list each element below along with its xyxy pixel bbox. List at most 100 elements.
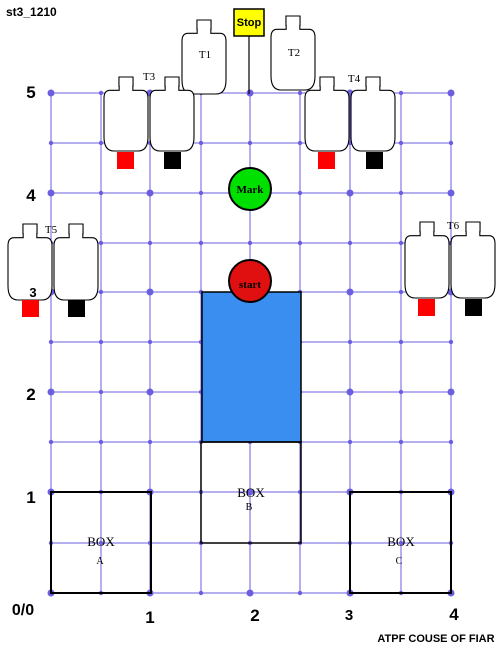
x-label-2: 2 — [250, 606, 259, 625]
grid-dot — [297, 240, 303, 246]
grid-dot — [98, 540, 104, 546]
x-label-4: 4 — [449, 605, 459, 624]
grid-dot — [398, 240, 404, 246]
grid-dot — [247, 240, 253, 246]
grid-dot — [398, 389, 404, 395]
blue-zone — [201, 291, 302, 443]
box-a — [50, 491, 152, 594]
grid-dot — [398, 190, 404, 196]
grid-dot — [448, 439, 454, 445]
grid-dot — [346, 288, 354, 296]
grid-dot — [146, 388, 154, 396]
grid-dot — [246, 488, 254, 496]
grid-dot — [198, 590, 204, 596]
y-label-4: 4 — [26, 186, 36, 205]
t5-red-marker — [22, 300, 39, 317]
grid-dot — [448, 339, 454, 345]
box-c — [349, 491, 452, 594]
grid-dot — [146, 189, 154, 197]
grid-dot — [347, 339, 353, 345]
y-label-1: 1 — [26, 488, 35, 507]
stop-marker — [233, 8, 265, 37]
grid-dot — [48, 439, 54, 445]
x-label-1: 1 — [145, 608, 154, 627]
start-circle — [228, 259, 272, 303]
grid-dot — [47, 89, 55, 97]
target-t3-left-silhouette — [103, 76, 149, 152]
target-t4-left-silhouette — [304, 76, 350, 152]
grid-dot — [297, 90, 303, 96]
grid-dot — [346, 388, 354, 396]
grid-dot — [198, 140, 204, 146]
target-t4-right-silhouette — [350, 76, 396, 152]
target-silhouettes — [7, 15, 496, 301]
t3-red-marker — [117, 152, 134, 169]
grid-dot — [47, 189, 55, 197]
grid-dot — [48, 140, 54, 146]
grid-dot — [398, 90, 404, 96]
grid-dot — [347, 240, 353, 246]
y-label-5: 5 — [26, 83, 35, 102]
grid-dot — [98, 140, 104, 146]
target-t5-right-silhouette — [53, 223, 99, 301]
target-t6-left-silhouette — [404, 221, 450, 299]
target-t5-label: T5 — [45, 224, 58, 236]
box-c-label: BOX — [387, 534, 415, 549]
mark-label: Mark — [237, 184, 265, 196]
x-label-3: 3 — [345, 607, 353, 624]
grid-dot — [147, 240, 153, 246]
grid-dot — [347, 439, 353, 445]
grid-dot — [47, 388, 55, 396]
y-label-2: 2 — [26, 385, 35, 404]
grid-dot — [448, 140, 454, 146]
t6-black-marker — [465, 299, 482, 316]
grid-dot — [146, 288, 154, 296]
grid-dot — [98, 439, 104, 445]
box-b-label: BOX — [237, 485, 265, 500]
grid-dot — [98, 90, 104, 96]
target-t6-right-silhouette — [450, 221, 496, 299]
grid-dot — [246, 589, 254, 597]
t4-black-marker — [366, 152, 383, 169]
grid-dot — [297, 190, 303, 196]
grid-dot — [246, 89, 254, 97]
grid-dot — [198, 240, 204, 246]
grid-dot — [398, 339, 404, 345]
page-id-label: st3_1210 — [6, 5, 57, 19]
t3-black-marker — [164, 152, 181, 169]
grid-dot — [447, 388, 455, 396]
target-t6-label: T6 — [447, 220, 460, 232]
box-b — [200, 441, 302, 544]
grid-dot — [198, 190, 204, 196]
origin-label: 0/0 — [12, 602, 34, 619]
target-t2-label: T2 — [288, 47, 300, 59]
target-t5-left-silhouette — [7, 223, 53, 301]
box-a-letter: A — [96, 556, 104, 567]
target-t1-silhouette — [181, 19, 227, 95]
start-label: start — [239, 279, 261, 291]
stop-label: Stop — [237, 17, 262, 29]
box-b-letter: B — [246, 502, 253, 513]
target-t3-right-silhouette — [149, 76, 195, 152]
grid-dot — [48, 339, 54, 345]
target-t4-label: T4 — [348, 73, 361, 85]
grid-dot — [398, 540, 404, 546]
box-a-label: BOX — [87, 534, 115, 549]
grid-dot — [447, 189, 455, 197]
box-c-letter: C — [396, 556, 403, 567]
grid-dot — [98, 389, 104, 395]
mark-circle — [228, 167, 272, 211]
grid-dot — [147, 439, 153, 445]
t4-red-marker — [318, 152, 335, 169]
grid-dot — [297, 590, 303, 596]
grid-dot — [98, 289, 104, 295]
grid-dot — [398, 140, 404, 146]
target-t2-silhouette — [270, 15, 316, 91]
t5-black-marker — [68, 300, 85, 317]
grid-dot — [297, 140, 303, 146]
grid-dot — [447, 89, 455, 97]
grid-dot — [98, 339, 104, 345]
grid-dot — [398, 289, 404, 295]
grid-dot — [346, 189, 354, 197]
grid-dot — [247, 140, 253, 146]
